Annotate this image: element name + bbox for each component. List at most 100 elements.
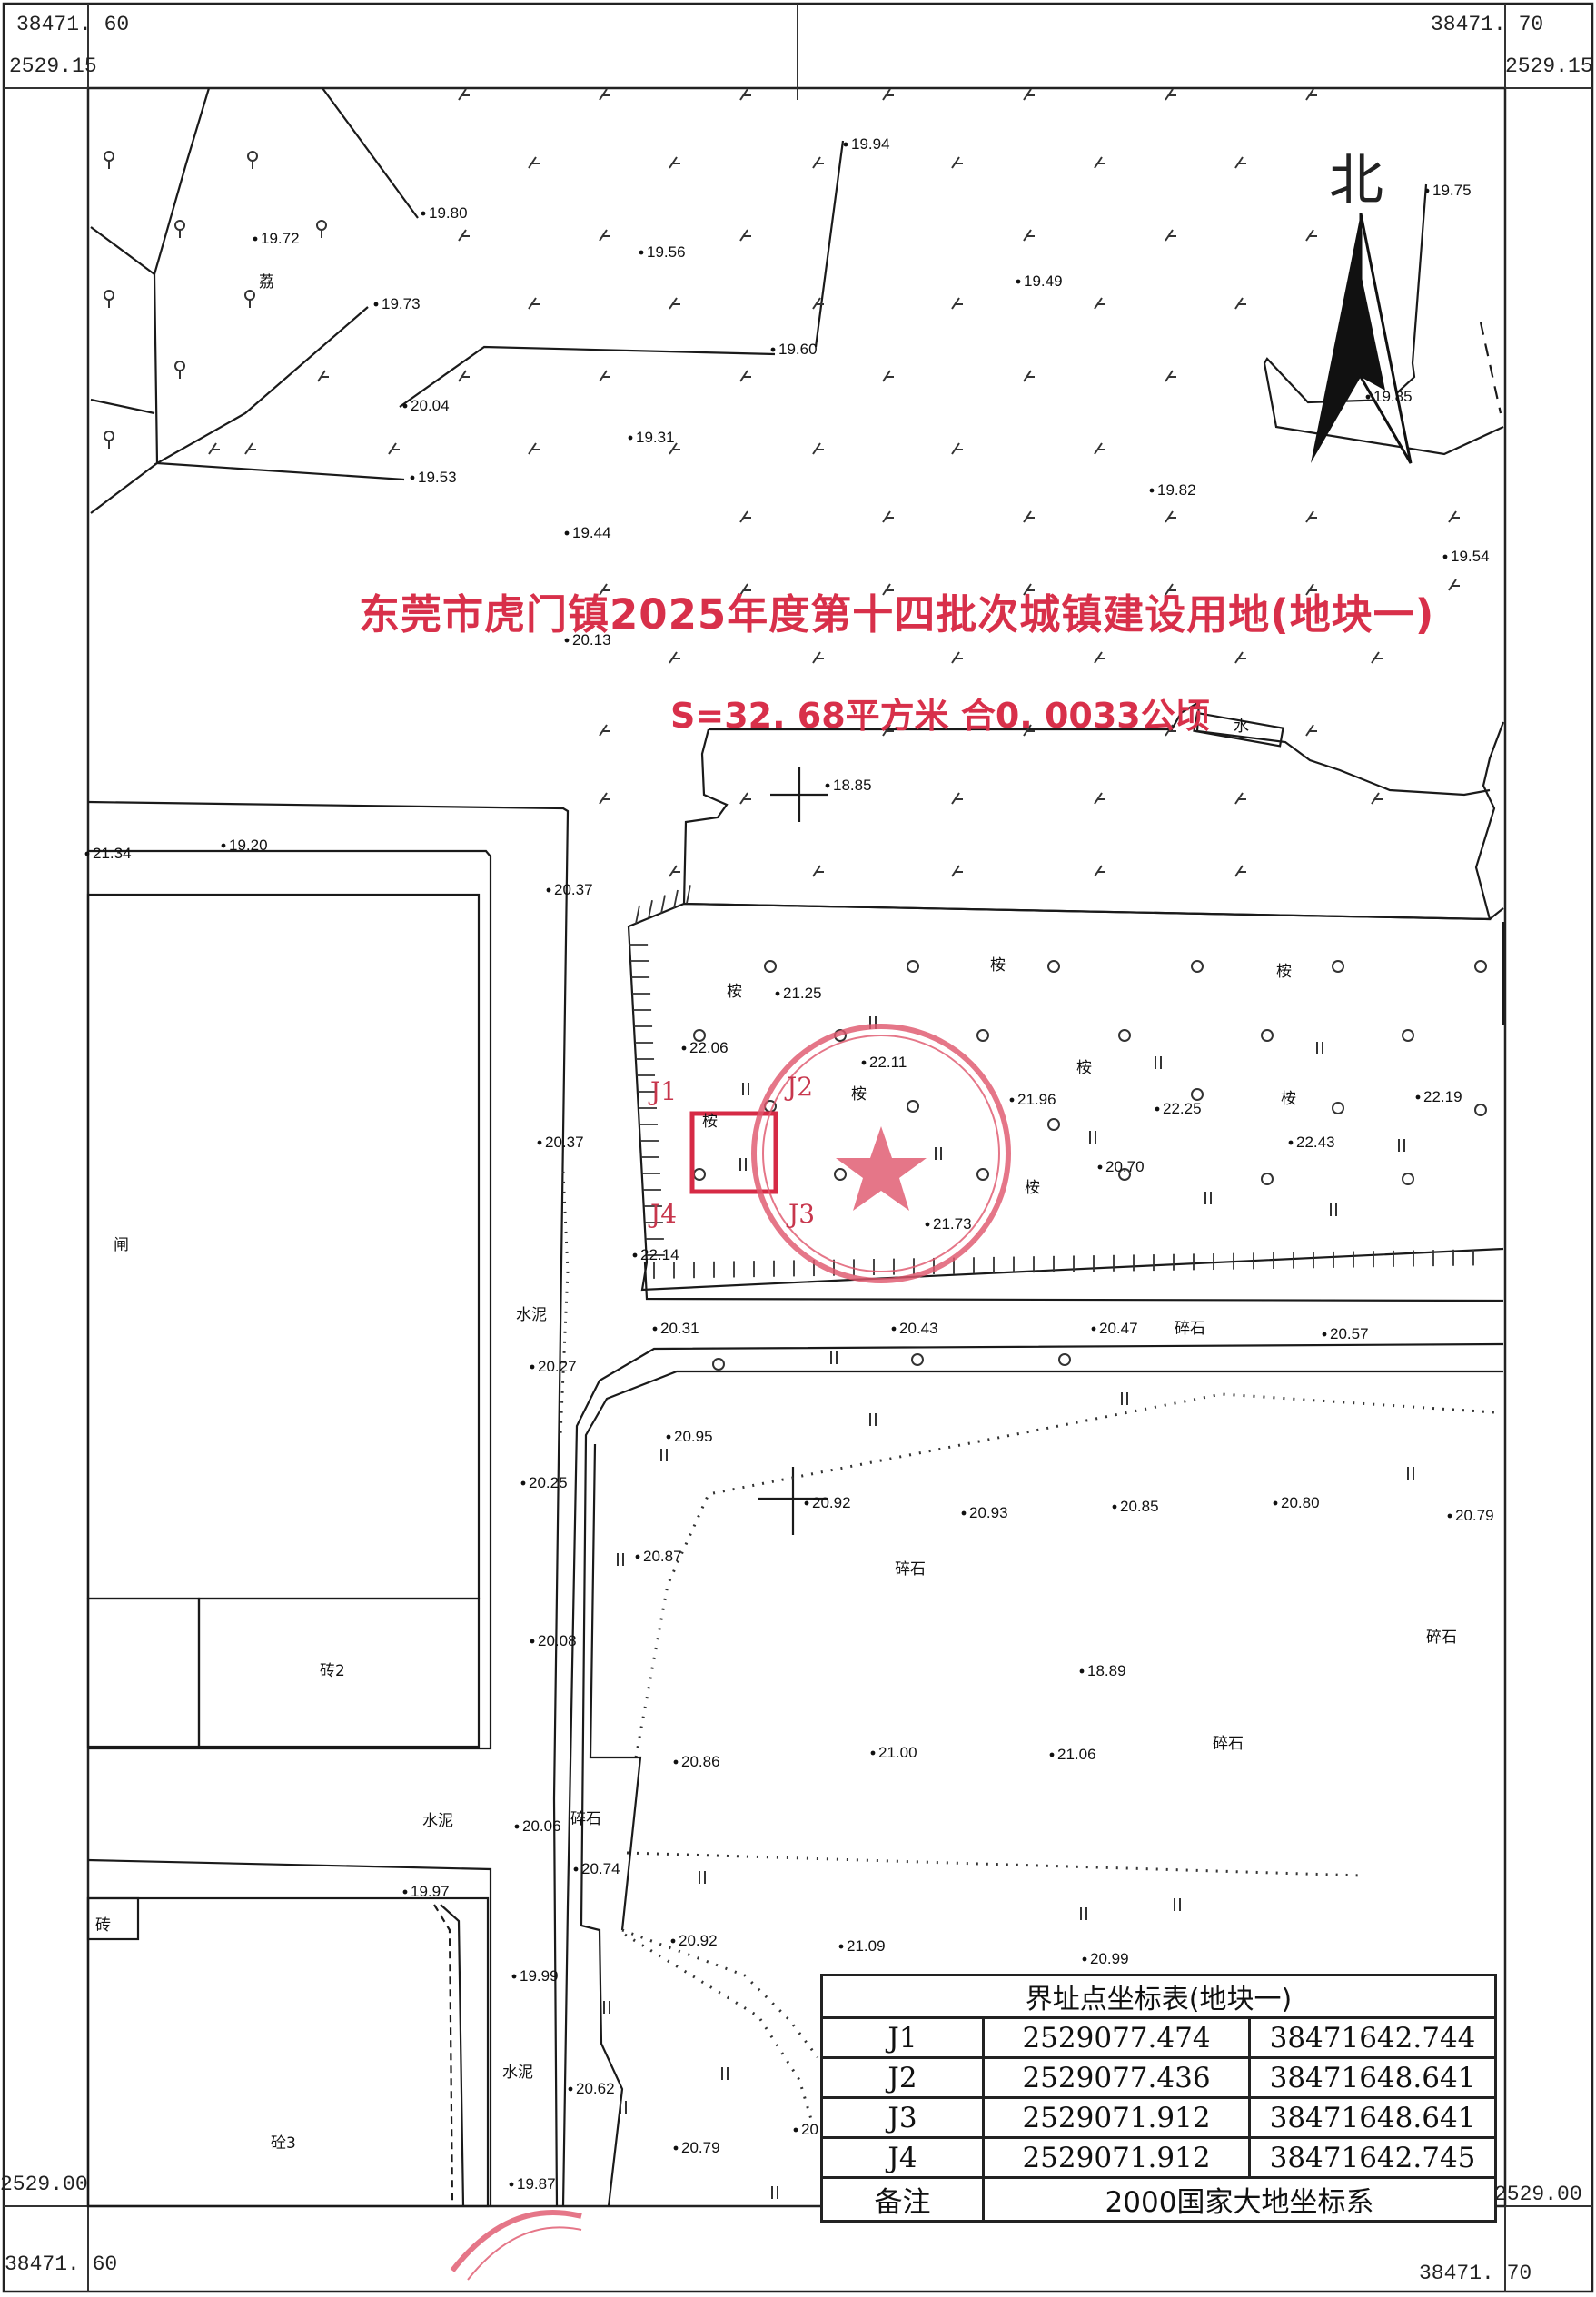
grass-icon — [528, 297, 540, 310]
field-boundary — [90, 398, 155, 415]
elevation-label: 20.04 — [411, 397, 450, 414]
tree-icon — [1332, 960, 1344, 973]
survey-point — [1149, 488, 1155, 493]
tree-icon — [907, 960, 919, 973]
fence — [440, 1904, 465, 2207]
elevation-label: 22.43 — [1296, 1134, 1335, 1151]
slope-hatch — [673, 889, 679, 909]
point-id: J2 — [820, 2056, 985, 2099]
field-mark-icon — [1174, 1898, 1181, 1911]
table-title: 界址点坐标表(地块一) — [820, 1974, 1497, 2019]
grass-icon — [1448, 510, 1460, 523]
tree-icon — [1058, 1353, 1071, 1366]
map-text-label: 砼3 — [271, 2134, 296, 2153]
road-edge — [589, 1443, 642, 1931]
grass-icon — [669, 442, 680, 455]
tree-icon — [1047, 1118, 1060, 1131]
tree-icon — [764, 960, 777, 973]
grass-icon — [1305, 510, 1317, 523]
grass-icon — [1094, 865, 1105, 877]
grass-icon — [1234, 865, 1246, 877]
field-boundary — [90, 226, 155, 275]
survey-point — [673, 2145, 679, 2151]
elevation-label: 20 — [801, 2121, 818, 2138]
lychee-tree-icon — [104, 431, 114, 449]
frame-coord-bottom-right-x: 38471. 70 — [1419, 2262, 1532, 2285]
grass-icon — [1165, 583, 1176, 596]
grass-icon — [1023, 229, 1035, 242]
map-text-label: 砖2 — [320, 1662, 345, 1680]
frame-coord-top-left-y: 2529.15 — [9, 54, 97, 78]
survey-point — [670, 1938, 676, 1944]
elevation-label: 21.25 — [783, 985, 822, 1002]
elevation-label: 20.79 — [681, 2139, 720, 2156]
grass-icon — [1165, 88, 1176, 101]
dotted-boundary — [621, 1928, 819, 2058]
tree-icon — [1474, 1104, 1487, 1116]
survey-point — [421, 211, 426, 216]
elevation-label: 19.72 — [261, 230, 300, 247]
elevation-label: 20.37 — [545, 1134, 584, 1151]
survey-point — [1365, 394, 1371, 400]
survey-point — [514, 1824, 520, 1829]
grass-icon — [208, 442, 220, 455]
grass-icon — [1234, 792, 1246, 805]
field-mark-icon — [771, 2186, 778, 2199]
frame-coord-top-right-y: 2529.15 — [1505, 54, 1593, 78]
grass-icon — [669, 651, 680, 664]
tree-icon — [911, 1353, 924, 1366]
grass-icon — [528, 442, 540, 455]
grass-icon — [951, 792, 963, 805]
field-mark-icon — [1204, 1192, 1212, 1204]
survey-point — [652, 1326, 658, 1332]
elevation-label: 19.85 — [1373, 388, 1413, 405]
grass-icon — [599, 88, 610, 101]
grass-icon — [812, 442, 824, 455]
grass-icon — [528, 156, 540, 169]
grass-icon — [599, 229, 610, 242]
grass-icon — [812, 297, 824, 310]
grass-icon — [1094, 442, 1105, 455]
survey-point — [639, 250, 644, 255]
survey-point — [1288, 1140, 1294, 1145]
grass-icon — [882, 510, 894, 523]
survey-point — [520, 1480, 526, 1486]
grass-icon — [739, 583, 751, 596]
field-boundary — [399, 345, 776, 408]
elevation-label: 21.09 — [847, 1937, 886, 1955]
grass-icon — [882, 370, 894, 382]
survey-point — [770, 347, 776, 352]
field-mark-icon — [830, 1351, 838, 1364]
vertex-label-j1: J1 — [650, 1076, 678, 1106]
field-mark-icon — [935, 1147, 942, 1160]
field-mark-icon — [1407, 1467, 1414, 1480]
grass-icon — [739, 229, 751, 242]
field-boundary — [628, 902, 1504, 928]
elevation-label: 19.56 — [647, 243, 686, 261]
elevation-label: 19.80 — [429, 204, 468, 222]
map-text-label: 碎石 — [1426, 1629, 1457, 1647]
lychee-tree-icon — [104, 151, 114, 169]
building-outline — [86, 893, 481, 1600]
survey-point — [1112, 1504, 1117, 1510]
dotted-boundary — [626, 1851, 1363, 1877]
survey-point — [253, 236, 258, 242]
survey-point — [925, 1222, 930, 1227]
grass-icon — [1234, 297, 1246, 310]
grass-icon — [1094, 792, 1105, 805]
official-seal — [450, 1024, 1011, 2281]
survey-point — [870, 1750, 876, 1756]
grass-icon — [1165, 510, 1176, 523]
grass-icon — [458, 88, 470, 101]
grass-icon — [599, 724, 610, 737]
tree-icon — [693, 1029, 706, 1042]
table-row: 备注 2000国家大地坐标系 — [820, 2176, 1497, 2223]
elevation-label: 19.49 — [1024, 272, 1063, 290]
map-text-label: 荔 — [259, 273, 274, 292]
dashed-boundary — [1479, 322, 1502, 414]
pond-boundary — [682, 721, 1505, 921]
survey-point — [628, 435, 633, 441]
grass-icon — [1165, 370, 1176, 382]
road-edge — [561, 1342, 1504, 2207]
vertex-label-j3: J3 — [788, 1199, 816, 1229]
